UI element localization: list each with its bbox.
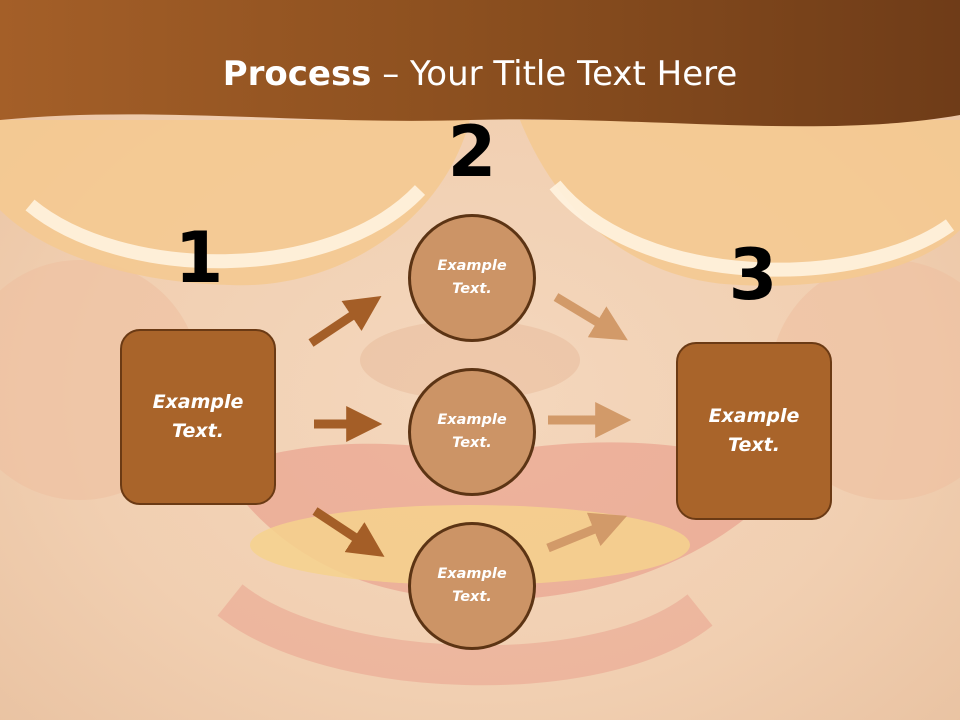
right-process-box[interactable]: Example Text.	[676, 342, 832, 520]
circle-bottom-label: Example Text.	[437, 566, 507, 605]
circle-middle-label: Example Text.	[437, 412, 507, 451]
title-rest: – Your Title Text Here	[371, 54, 738, 94]
arrow-left-to-bottom	[312, 507, 385, 557]
left-box-label: Example Text.	[152, 391, 244, 442]
step-number-2: 2	[447, 111, 497, 193]
arrow-top-to-right	[553, 293, 628, 341]
right-box-label: Example Text.	[708, 405, 800, 456]
step-number-3: 3	[728, 234, 778, 316]
circle-top-label: Example Text.	[437, 258, 507, 297]
arrow-bottom-to-right	[546, 512, 628, 553]
circle-node-top[interactable]: Example Text.	[408, 214, 536, 342]
circle-node-middle[interactable]: Example Text.	[408, 368, 536, 496]
circle-node-bottom[interactable]: Example Text.	[408, 522, 536, 650]
step-number-1: 1	[174, 217, 224, 299]
arrow-left-to-top	[308, 296, 382, 347]
slide-title: Process – Your Title Text Here	[0, 52, 960, 96]
left-process-box[interactable]: Example Text.	[120, 329, 276, 505]
title-bold: Process	[222, 54, 372, 94]
